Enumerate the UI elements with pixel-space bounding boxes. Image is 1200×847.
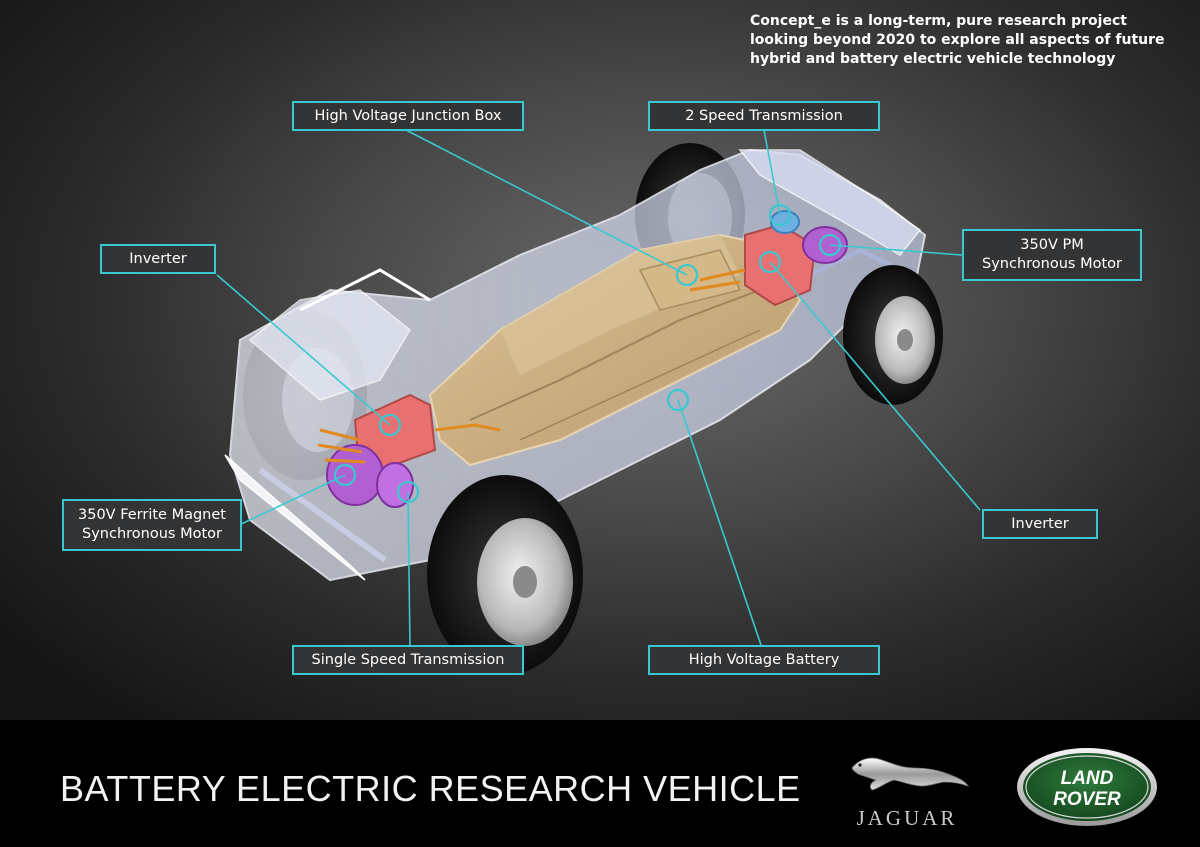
intro-line: hybrid and battery electric vehicle tech…: [750, 51, 1116, 67]
leader-hv-battery: [677, 399, 763, 649]
leader-2-speed-transmission: [763, 129, 781, 216]
ring-2-speed-transmission: [768, 203, 792, 227]
callout-label: 350V Ferrite Magnet: [78, 507, 226, 523]
page-title: BATTERY ELECTRIC RESEARCH VEHICLE: [60, 768, 801, 809]
land-rover-wordmark-line2: ROVER: [1053, 789, 1121, 810]
callout-label: 2 Speed Transmission: [685, 107, 843, 124]
diagram-stage: Concept_e is a long-term, pure research …: [0, 0, 1200, 720]
land-rover-wordmark-line1: LAND: [1061, 768, 1114, 789]
callout-inverter-front: Inverter: [100, 244, 216, 274]
intro-line: Concept_e is a long-term, pure research …: [750, 13, 1127, 29]
callout-label: Synchronous Motor: [982, 256, 1122, 272]
leader-ferrite-motor: [234, 474, 346, 528]
leader-inverter-front: [216, 274, 391, 426]
callout-single-speed-transmission: Single Speed Transmission: [292, 645, 524, 675]
high-voltage-battery-pack: [428, 233, 802, 467]
leader-lines: [216, 129, 981, 649]
wheel-rear-right: [427, 475, 583, 675]
land-rover-oval-logo: LAND ROVER: [1017, 748, 1157, 826]
callout-ferrite-motor: 350V Ferrite Magnet Synchronous Motor: [62, 499, 242, 551]
footer-bar: BATTERY ELECTRIC RESEARCH VEHICLE JAGUAR: [0, 720, 1200, 847]
target-rings: [333, 203, 842, 504]
leader-hv-junction-box: [405, 129, 688, 276]
callout-pm-motor: 350V PM Synchronous Motor: [962, 229, 1142, 281]
callout-label: Inverter: [129, 250, 187, 267]
wheel-front-right: [843, 265, 943, 405]
intro-text: Concept_e is a long-term, pure research …: [750, 12, 1170, 69]
ring-hv-junction-box: [675, 263, 699, 287]
ring-pm-motor: [818, 233, 842, 257]
callout-label: Inverter: [1011, 515, 1069, 532]
leader-inverter-rear: [769, 261, 981, 511]
callout-label: Synchronous Motor: [82, 526, 222, 542]
ring-inverter-front: [378, 413, 402, 437]
jaguar-wordmark-text: JAGUAR: [856, 806, 958, 830]
callout-label: High Voltage Junction Box: [314, 107, 502, 124]
callout-label: High Voltage Battery: [688, 651, 840, 668]
leader-single-speed-transmission: [407, 491, 411, 649]
callout-label: 350V PM: [1020, 237, 1084, 253]
ring-single-speed-transmission: [396, 480, 420, 504]
ring-ferrite-motor: [333, 463, 357, 487]
leader-pm-motor: [829, 244, 963, 256]
ring-hv-battery: [666, 388, 690, 412]
callout-hv-battery: High Voltage Battery: [648, 645, 880, 675]
jaguar-wordmark: JAGUAR: [832, 806, 982, 831]
jaguar-leaper-logo: JAGUAR: [832, 750, 982, 834]
callout-hv-junction-box: High Voltage Junction Box: [292, 101, 524, 131]
intro-line: looking beyond 2020 to explore all aspec…: [750, 32, 1165, 48]
callout-2-speed-transmission: 2 Speed Transmission: [648, 101, 880, 131]
ring-inverter-rear: [758, 250, 782, 274]
vehicle-chassis-diagram: [216, 129, 981, 675]
callout-label: Single Speed Transmission: [311, 651, 505, 668]
jaguar-leaper-icon: [851, 757, 970, 791]
callout-inverter-rear: Inverter: [982, 509, 1098, 539]
